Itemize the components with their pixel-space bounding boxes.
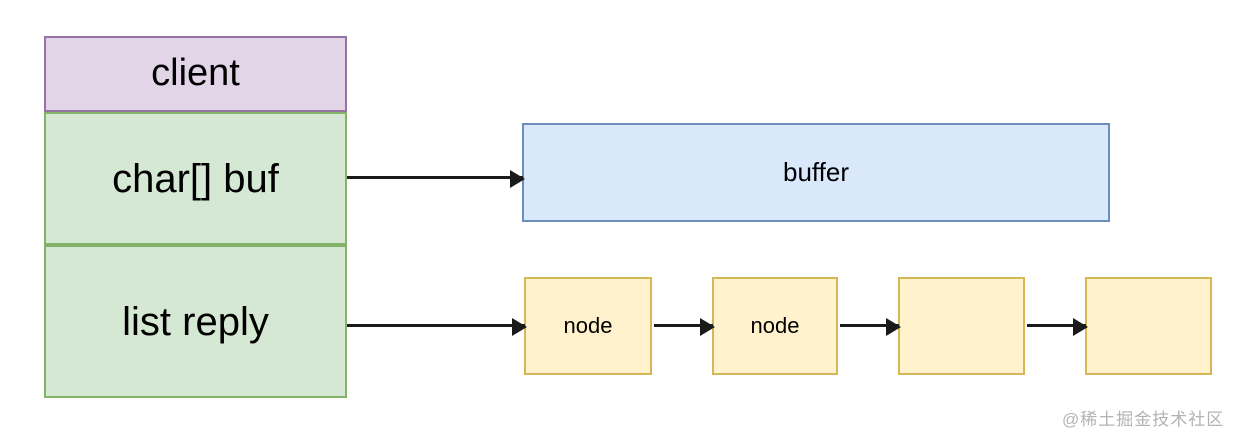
reply-node-1: node bbox=[524, 277, 652, 375]
arrow-node-2-to-node-3 bbox=[840, 318, 901, 336]
client-field-char-buf: char[] buf bbox=[44, 112, 347, 245]
client-field-list-reply: list reply bbox=[44, 245, 347, 398]
reply-node-3 bbox=[898, 277, 1025, 375]
arrow-node-1-to-node-2 bbox=[654, 318, 715, 336]
arrow-node-3-to-node-4 bbox=[1027, 318, 1088, 336]
arrow-reply-to-node-1 bbox=[347, 318, 527, 336]
reply-node-4 bbox=[1085, 277, 1212, 375]
reply-node-2: node bbox=[712, 277, 838, 375]
client-struct-header: client bbox=[44, 36, 347, 112]
buffer-box: buffer bbox=[522, 123, 1110, 222]
watermark: @稀土掘金技术社区 bbox=[1062, 410, 1225, 429]
arrow-buf-to-buffer bbox=[347, 170, 525, 188]
